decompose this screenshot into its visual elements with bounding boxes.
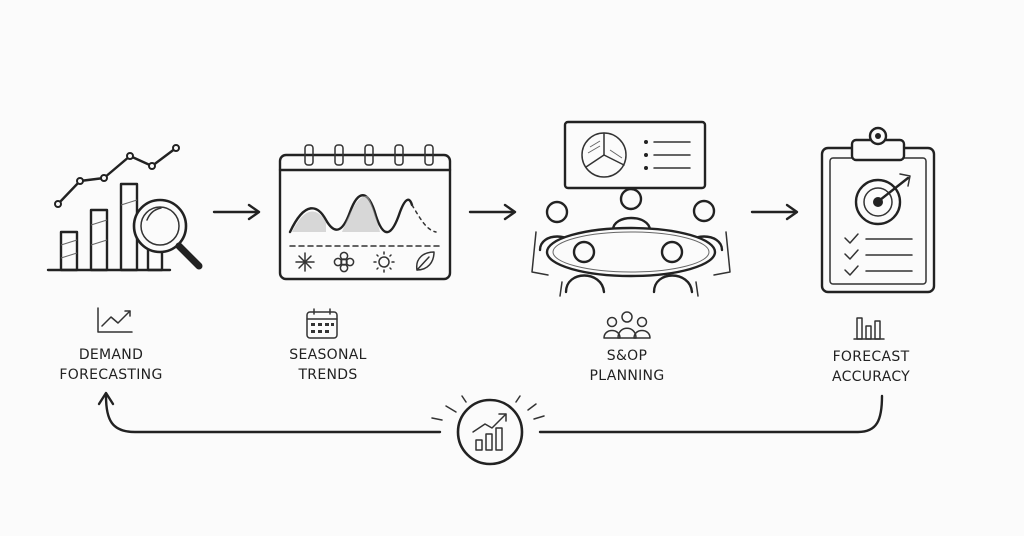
step-label-demand-forecasting: DEMAND FORECASTING bbox=[21, 345, 201, 385]
step-2-line-1: SEASONAL bbox=[289, 347, 367, 363]
calendar-icon bbox=[306, 308, 338, 339]
step-3-line-1: S&OP bbox=[606, 348, 648, 364]
step-label-forecast-accuracy: FORECAST ACCURACY bbox=[781, 347, 961, 387]
step-2-line-2: TRENDS bbox=[298, 367, 358, 383]
line-chart-icon bbox=[97, 307, 133, 333]
clipboard-target-illustration bbox=[820, 126, 936, 294]
step-1-line-1: DEMAND bbox=[78, 347, 144, 363]
flow-arrow-1 bbox=[212, 203, 261, 221]
step-3-line-2: PLANNING bbox=[589, 368, 665, 384]
step-1-line-2: FORECASTING bbox=[59, 367, 163, 383]
snowflake-icon bbox=[295, 252, 315, 272]
growth-chart-icon bbox=[456, 398, 524, 466]
team-icon bbox=[603, 311, 651, 339]
sun-icon bbox=[373, 251, 395, 273]
flower-icon bbox=[333, 251, 355, 273]
sparkle-marks bbox=[431, 395, 545, 421]
step-label-seasonal-trends: SEASONAL TRENDS bbox=[238, 345, 418, 385]
seasonal-calendar-illustration bbox=[278, 144, 452, 281]
step-label-sop-planning: S&OP PLANNING bbox=[537, 346, 717, 386]
flow-arrow-3 bbox=[750, 203, 799, 221]
sop-meeting-illustration bbox=[531, 120, 731, 297]
demand-forecasting-illustration bbox=[46, 144, 203, 272]
bar-chart-icon bbox=[853, 317, 885, 340]
step-4-line-2: ACCURACY bbox=[831, 369, 911, 385]
feedback-loop bbox=[97, 391, 884, 434]
flow-arrow-2 bbox=[468, 203, 517, 221]
step-4-line-1: FORECAST bbox=[832, 349, 910, 365]
leaf-icon bbox=[415, 251, 435, 271]
